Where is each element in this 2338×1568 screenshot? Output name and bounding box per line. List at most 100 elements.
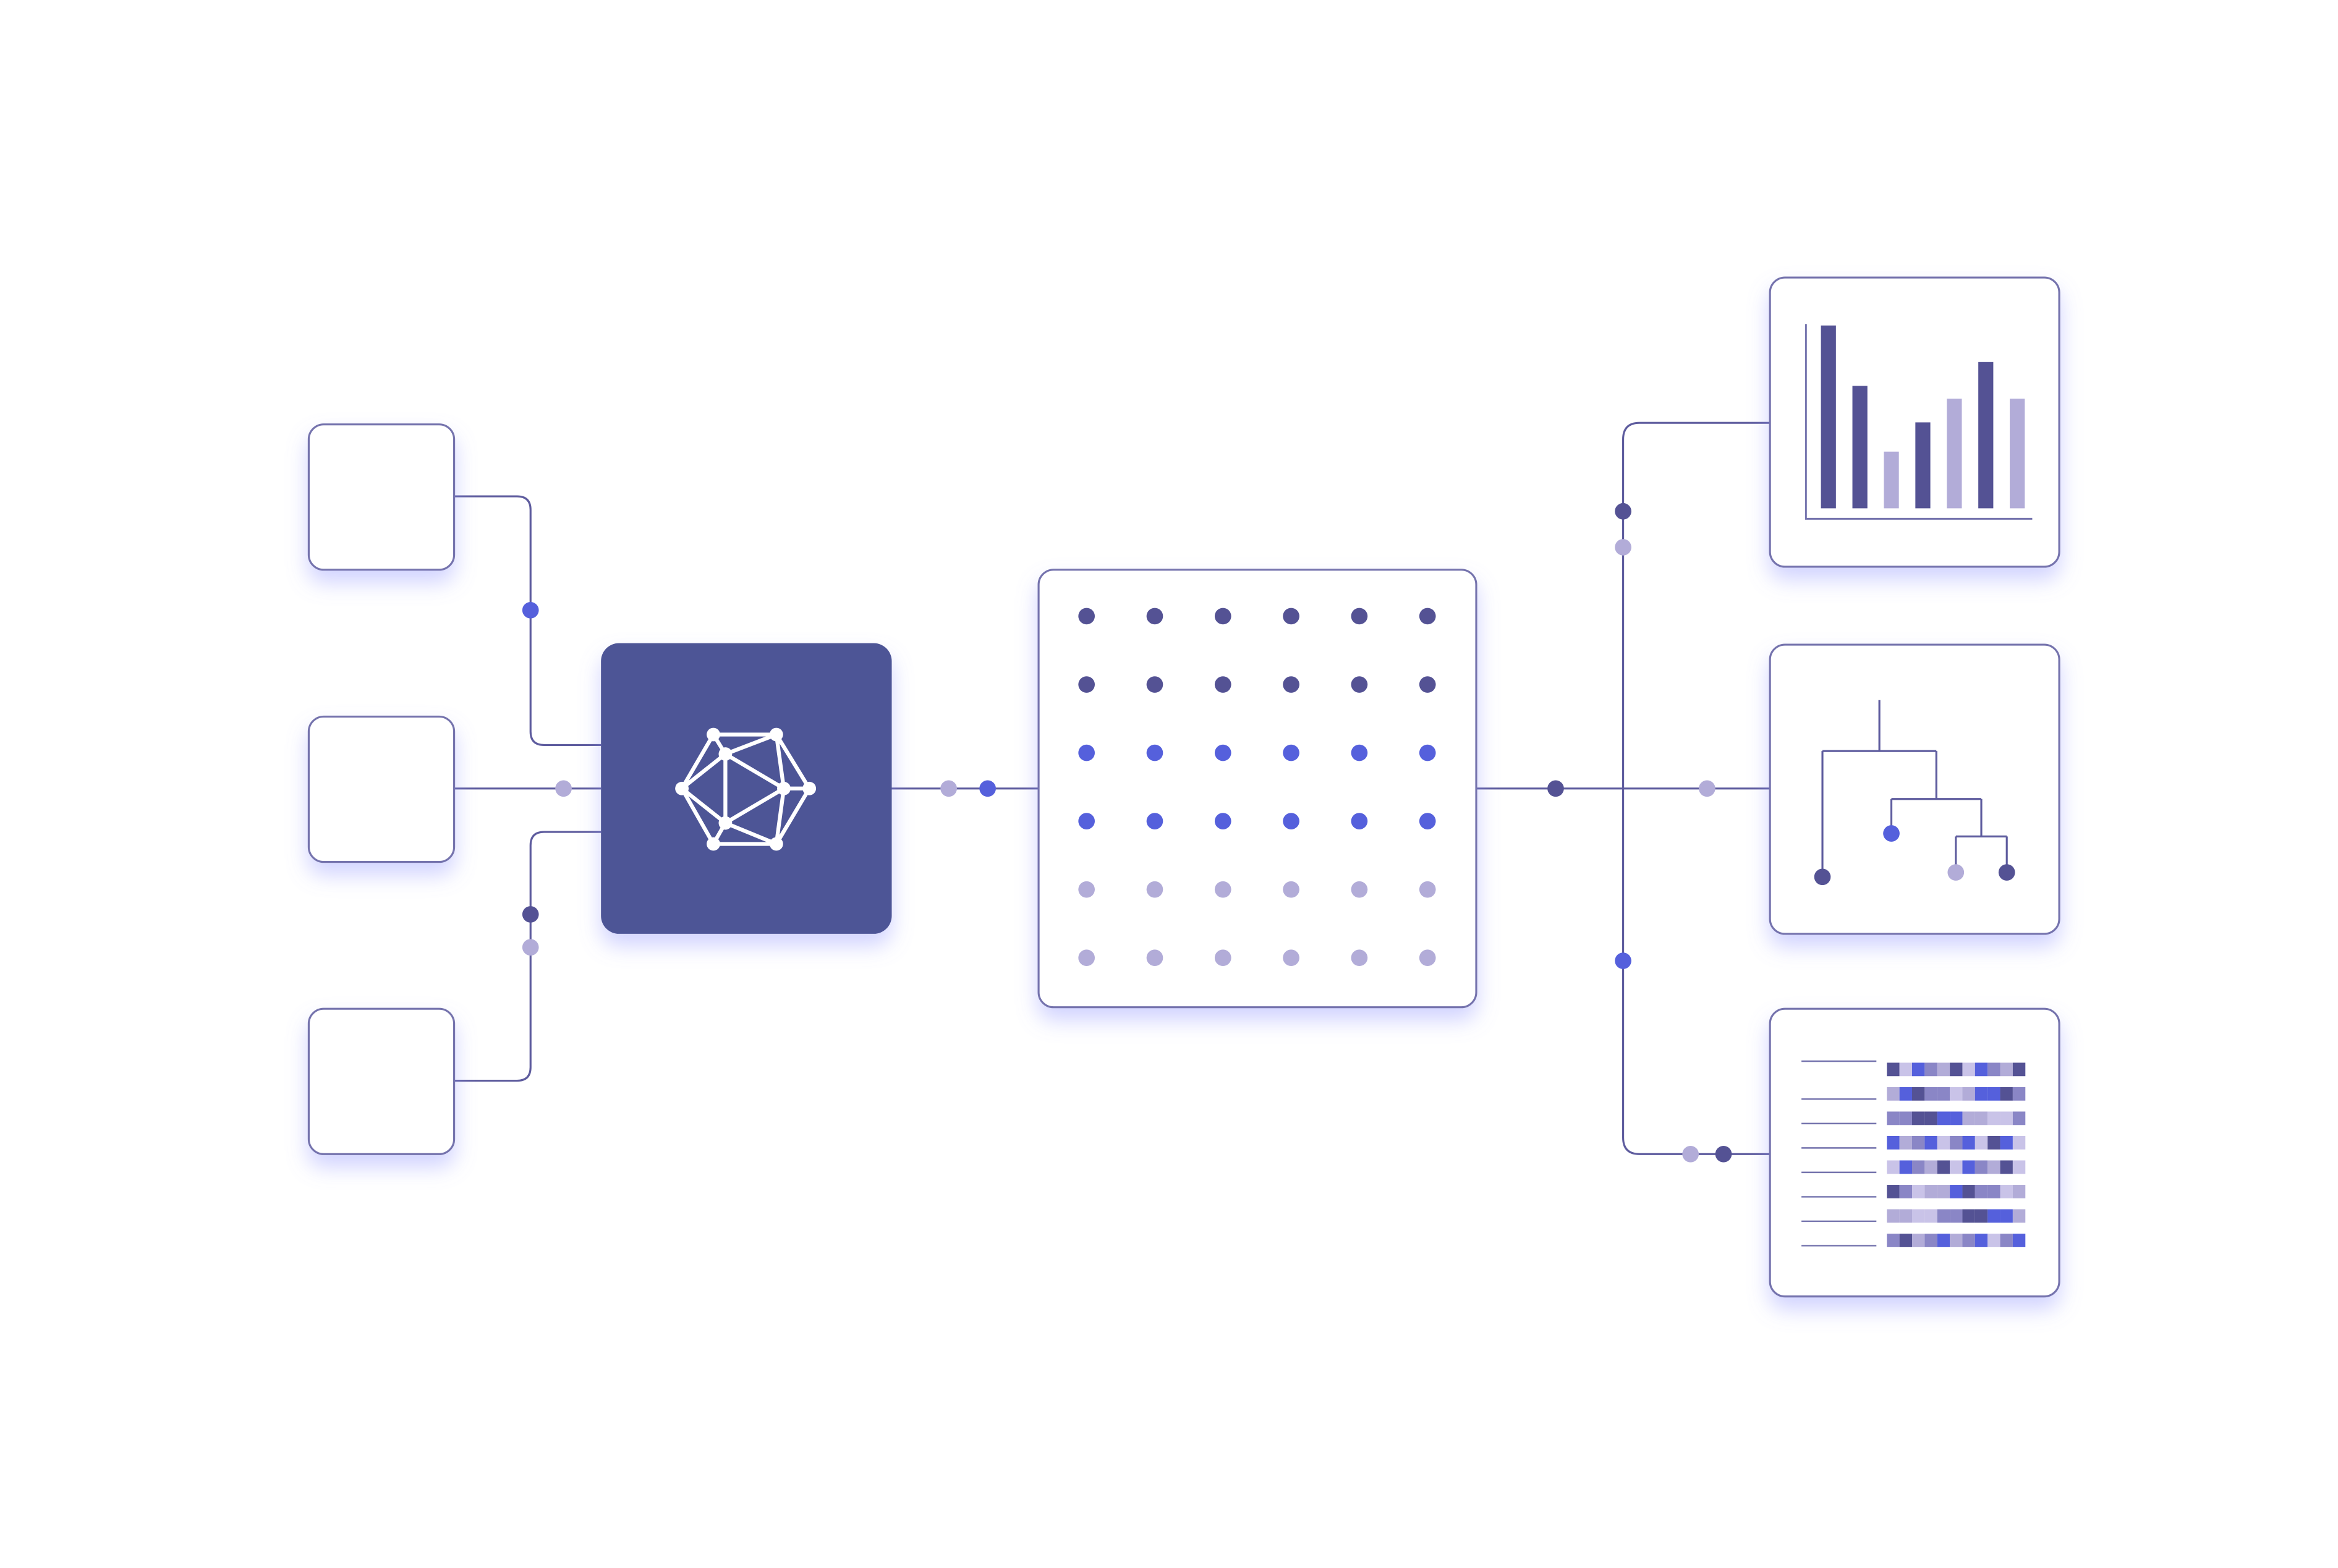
heatmap-cell [1899, 1062, 1912, 1077]
heatmap-cell [1987, 1062, 2000, 1077]
heatmap-cell [1987, 1087, 2000, 1101]
matrix-dot [1146, 676, 1163, 693]
heatmap-cell [1887, 1135, 1900, 1150]
heatmap-cell [1937, 1111, 1950, 1125]
heatmap-cell [1975, 1087, 1988, 1101]
heatmap-cell [2000, 1062, 2013, 1077]
dendrogram-leaf [1947, 864, 1965, 881]
output-bar-chart [1769, 276, 2060, 568]
connector-dot [1615, 952, 1631, 969]
connector-dot [522, 601, 539, 619]
connector-dot [940, 780, 957, 797]
matrix-dot [1214, 881, 1231, 898]
matrix-dot [1283, 949, 1299, 967]
connector-input-3 [454, 831, 602, 1082]
heatmap-cell [1899, 1185, 1912, 1198]
heatmap-cell [1899, 1209, 1912, 1223]
heatmap-cell [1899, 1135, 1912, 1150]
heatmap-cell [1950, 1185, 1963, 1198]
heatmap-cell [1987, 1135, 2000, 1150]
heatmap-cell [1962, 1209, 1975, 1223]
heatmap-cell [2012, 1160, 2026, 1174]
connector-dot [522, 939, 539, 956]
connector-dot [555, 780, 572, 797]
heatmap-cell [1962, 1111, 1975, 1125]
heatmap-cell [1924, 1234, 1937, 1247]
dendrogram-leaf [1998, 864, 2015, 881]
heatmap-box [1769, 1007, 2060, 1298]
heatmap-cell [1899, 1160, 1912, 1174]
heatmap-cell [1975, 1135, 1988, 1150]
heatmap-cell [1950, 1062, 1963, 1077]
heatmap-cell [1924, 1160, 1937, 1174]
matrix-dot [1078, 881, 1095, 898]
matrix-dot [1283, 744, 1299, 761]
heatmap-cell [1924, 1111, 1937, 1125]
molecule-network-icon [675, 727, 817, 851]
matrix-dot [1351, 744, 1368, 761]
bar-chart-icon [1805, 324, 2033, 520]
heatmap-cell [1950, 1087, 1963, 1101]
heatmap-cell [1962, 1062, 1975, 1077]
matrix-dot [1283, 813, 1299, 829]
matrix-dot [1419, 608, 1436, 625]
input-box-1 [307, 423, 456, 571]
heatmap-cell [1887, 1209, 1900, 1223]
matrix-dot [1214, 949, 1231, 967]
dot-matrix-icon [1078, 608, 1436, 967]
heatmap-cell [1987, 1160, 2000, 1174]
matrix-dot [1283, 881, 1299, 898]
dendrogram-leaf [1814, 868, 1831, 886]
heatmap-cell [1937, 1160, 1950, 1174]
dendrogram-box [1769, 643, 2060, 935]
heatmap-icon [1801, 1060, 2026, 1247]
heatmap-cell [1987, 1209, 2000, 1223]
input-boxes [307, 423, 456, 1155]
connector-dot [979, 780, 996, 797]
matrix-dot [1146, 744, 1163, 761]
bar [1852, 386, 1868, 509]
matrix-dot [1078, 608, 1095, 625]
heatmap-cell [1962, 1087, 1975, 1101]
heatmap-cell [1975, 1185, 1988, 1198]
heatmap-cell [1887, 1234, 1900, 1247]
input-box-2 [307, 715, 456, 863]
matrix-dot [1146, 813, 1163, 829]
heatmap-cell [2012, 1185, 2026, 1198]
heatmap-cell [1911, 1209, 1925, 1223]
heatmap-cell [2012, 1135, 2026, 1150]
matrix-dot [1146, 949, 1163, 967]
heatmap-cell [1911, 1111, 1925, 1125]
matrix-dot [1419, 813, 1436, 829]
heatmap-cell [2000, 1209, 2013, 1223]
connector-bus-top [1622, 422, 1771, 1155]
dendrogram-icon [1814, 700, 2015, 886]
heatmap-cell [1899, 1111, 1912, 1125]
connector-dot [1615, 502, 1631, 520]
matrix-dot [1146, 608, 1163, 625]
matrix-dot [1078, 813, 1095, 829]
heatmap-cell [2012, 1062, 2026, 1077]
matrix-node [1037, 569, 1477, 1009]
bar [1915, 422, 1931, 509]
input-box-3 [307, 1007, 456, 1155]
dendrogram-leaf [1883, 825, 1900, 842]
heatmap-cell [1887, 1062, 1900, 1077]
bar-chart-axes [1805, 324, 2033, 520]
heatmap-cell [2012, 1111, 2026, 1125]
matrix-dot [1351, 608, 1368, 625]
matrix-dot [1214, 676, 1231, 693]
heatmap-cell [1911, 1185, 1925, 1198]
output-heatmap [1769, 1007, 2060, 1298]
heatmap-cell [1975, 1234, 1988, 1247]
heatmap-cell [2000, 1111, 2013, 1125]
bar [1821, 325, 1836, 509]
matrix-dot [1419, 744, 1436, 761]
heatmap-cell [1937, 1185, 1950, 1198]
connector-dot [1615, 539, 1631, 556]
heatmap-cell [1887, 1160, 1900, 1174]
matrix-box [1037, 569, 1477, 1009]
matrix-dot [1351, 676, 1368, 693]
heatmap-cell [1899, 1087, 1912, 1101]
